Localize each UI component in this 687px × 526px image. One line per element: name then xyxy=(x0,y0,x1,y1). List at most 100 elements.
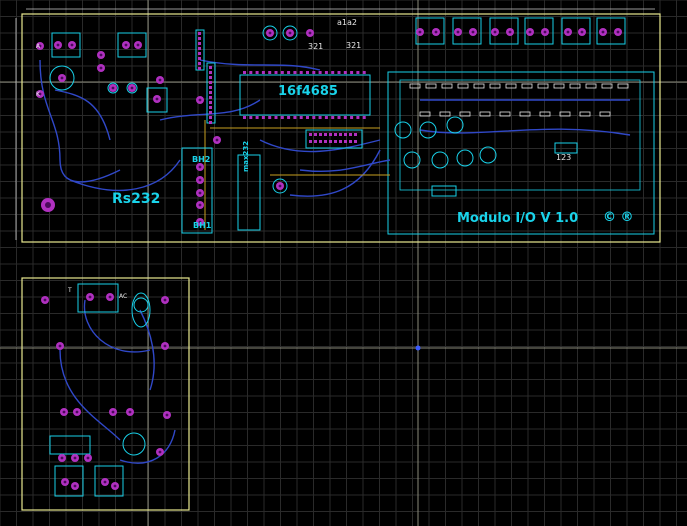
pad-hole xyxy=(288,31,292,35)
copper-track xyxy=(59,349,121,441)
component-outline xyxy=(305,129,363,149)
component-outline xyxy=(415,17,445,45)
pad-hole xyxy=(198,178,202,182)
header-pin xyxy=(319,140,322,143)
header-pin xyxy=(319,133,322,136)
mcu-pin xyxy=(343,116,347,119)
component-outline xyxy=(524,17,554,45)
mcu-pin xyxy=(243,116,246,119)
resistor xyxy=(521,83,533,89)
pad-hole xyxy=(38,92,42,96)
header-pin xyxy=(314,133,317,136)
pad-hole xyxy=(158,450,162,454)
capacitor-outline xyxy=(126,82,138,94)
pad-hole xyxy=(198,203,202,207)
driver-label: max232 xyxy=(242,140,250,172)
copper-track xyxy=(299,159,391,173)
header-pin xyxy=(349,140,352,143)
pad-hole xyxy=(456,30,460,34)
mcu-pin xyxy=(318,71,322,74)
mcu-pin xyxy=(261,71,265,74)
pad-hole xyxy=(62,410,66,414)
mcu-pin xyxy=(280,71,284,74)
component-outline xyxy=(237,154,261,231)
capacitor-outline xyxy=(122,432,146,456)
capacitor-outline xyxy=(49,65,75,91)
pad-hole xyxy=(215,138,219,142)
psu-t-label: T xyxy=(68,287,72,294)
resistor xyxy=(499,111,511,117)
mcu-pin xyxy=(362,116,366,119)
resistor xyxy=(585,83,597,89)
module-label: Modulo I/O V 1.0 xyxy=(457,211,579,226)
pad-hole xyxy=(158,78,162,82)
pad-hole xyxy=(601,30,605,34)
sip-pin xyxy=(209,66,212,69)
capacitor-outline xyxy=(456,149,474,167)
mcu-pin xyxy=(324,71,328,74)
component-outline xyxy=(94,465,124,497)
mcu-pin xyxy=(337,116,341,119)
pad-hole xyxy=(111,86,115,90)
mcu-pin xyxy=(293,116,297,119)
pad-hole xyxy=(63,480,67,484)
mcu-pin xyxy=(299,116,303,119)
resistor xyxy=(505,83,517,89)
header-pin xyxy=(339,140,342,143)
component-outline xyxy=(54,465,84,497)
mcu-pin xyxy=(261,116,265,119)
sip-pin xyxy=(209,76,212,79)
header-pin xyxy=(339,133,342,136)
component-outline xyxy=(239,74,371,116)
resistor xyxy=(441,83,453,89)
component-outline xyxy=(561,17,591,45)
copper-track xyxy=(159,99,261,121)
pad-hole xyxy=(124,43,128,47)
header-pin xyxy=(354,133,357,136)
sip-pin xyxy=(198,42,201,45)
resistor xyxy=(553,83,565,89)
pad-hole xyxy=(88,295,92,299)
mcu-pin xyxy=(255,116,259,119)
resistor xyxy=(489,83,501,89)
capacitor-outline xyxy=(419,121,437,139)
component-outline xyxy=(181,147,213,234)
resistor xyxy=(617,83,629,89)
resistor xyxy=(579,111,591,117)
mcu-pin xyxy=(318,116,322,119)
pad-hole xyxy=(103,480,107,484)
resistor xyxy=(419,111,431,117)
pad-hole xyxy=(73,456,77,460)
mcu-pin xyxy=(350,116,354,119)
jumper-321-b-label: 321 xyxy=(346,41,362,50)
copper-track xyxy=(139,309,155,391)
resistor xyxy=(601,83,613,89)
capacitor-outline xyxy=(262,25,278,41)
copyright-label: © ® xyxy=(603,210,634,225)
pad-hole xyxy=(566,30,570,34)
resistor xyxy=(473,83,485,89)
sip-pin xyxy=(209,106,212,109)
copper-track xyxy=(69,159,181,192)
mcu-pin xyxy=(343,71,347,74)
pad-hole xyxy=(528,30,532,34)
component-outline xyxy=(489,17,519,45)
copper-track xyxy=(39,59,121,183)
mcu-pin xyxy=(287,71,291,74)
header-pin xyxy=(354,140,357,143)
sip-pin xyxy=(209,71,212,74)
pad-hole xyxy=(493,30,497,34)
mcu-pin xyxy=(249,116,253,119)
resistor xyxy=(537,83,549,89)
sip-pin xyxy=(198,32,201,35)
pad-hole xyxy=(60,76,64,80)
mcu-pin xyxy=(324,116,328,119)
pad-hole xyxy=(43,298,47,302)
resistor xyxy=(599,111,611,117)
copper-track xyxy=(54,89,111,141)
pad-hole xyxy=(99,66,103,70)
mcu-pin xyxy=(268,116,272,119)
